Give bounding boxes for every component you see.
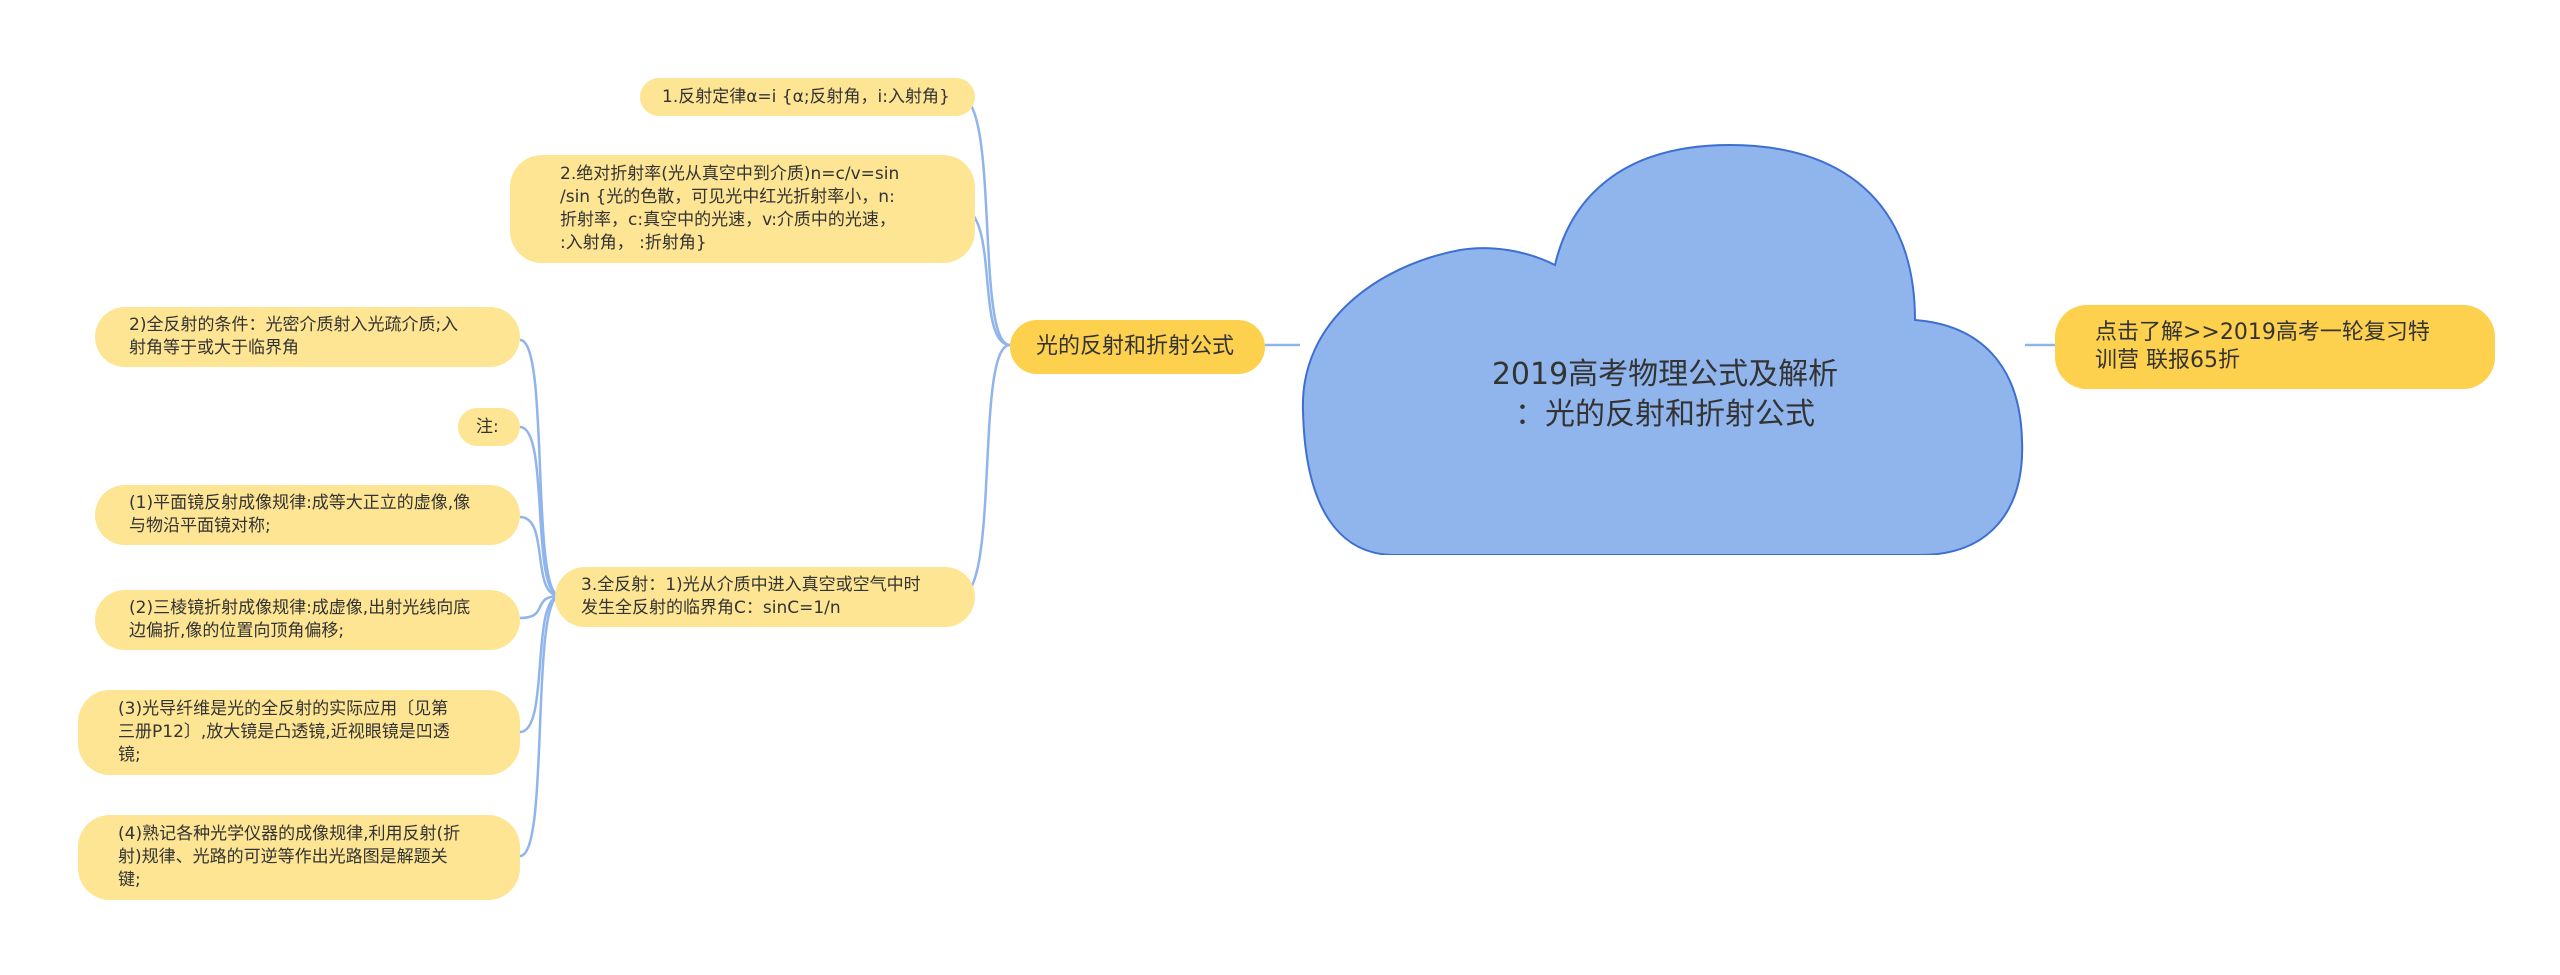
grandchild-label: 注:	[476, 416, 499, 437]
grandchild-node-plane-mirror[interactable]: (1)平面镜反射成像规律:成等大正立的虚像,像 与物沿平面镜对称;	[95, 485, 520, 545]
link-child3-gc-6	[519, 594, 561, 858]
child-label: 1.反射定律α=i {α;反射角，i:入射角}	[662, 86, 950, 107]
grandchild-node-condition[interactable]: 2)全反射的条件：光密介质射入光疏介质;入 射角等于或大于临界角	[95, 307, 520, 367]
grandchild-node-note[interactable]: 注:	[458, 408, 520, 446]
branch-node[interactable]: 光的反射和折射公式	[1010, 320, 1265, 374]
child-node-reflection-law[interactable]: 1.反射定律α=i {α;反射角，i:入射角}	[640, 78, 975, 116]
link-branch-child-1	[959, 95, 1011, 347]
side-link-node[interactable]: 点击了解>>2019高考一轮复习特 训营 联报65折	[2055, 305, 2495, 389]
link-child3-gc-5	[519, 594, 561, 734]
grandchild-label: (4)熟记各种光学仪器的成像规律,利用反射(折 射)规律、光路的可逆等作出光路图…	[118, 824, 461, 890]
grandchild-node-prism[interactable]: (2)三棱镜折射成像规律:成虚像,出射光线向底 边偏折,像的位置向顶角偏移;	[95, 590, 520, 650]
child-node-refractive-index[interactable]: 2.绝对折射率(光从真空中到介质)n=c/v=sin /sin {光的色散，可见…	[510, 155, 975, 263]
root-title: 2019高考物理公式及解析 ：光的反射和折射公式	[1491, 357, 1839, 432]
link-child3-gc-3	[519, 515, 561, 598]
grandchild-label: 2)全反射的条件：光密介质射入光疏介质;入 射角等于或大于临界角	[129, 315, 459, 358]
side-link-label: 点击了解>>2019高考一轮复习特 训营 联报65折	[2095, 320, 2430, 373]
grandchild-label: (2)三棱镜折射成像规律:成虚像,出射光线向底 边偏折,像的位置向顶角偏移;	[129, 598, 471, 641]
child-node-total-reflection[interactable]: 3.全反射：1)光从介质中进入真空或空气中时 发生全反射的临界角C：sinC=1…	[555, 567, 975, 627]
grandchild-label: (1)平面镜反射成像规律:成等大正立的虚像,像 与物沿平面镜对称;	[129, 493, 471, 536]
branch-label: 光的反射和折射公式	[1036, 334, 1235, 359]
link-branch-child-3	[959, 343, 1011, 598]
link-child3-gc-4	[519, 594, 561, 620]
link-child3-gc-1	[519, 338, 561, 598]
grandchild-label: (3)光导纤维是光的全反射的实际应用〔见第 三册P12〕,放大镜是凸透镜,近视眼…	[118, 699, 450, 765]
root-cloud-shape	[1301, 143, 2024, 555]
grandchild-node-optical-fiber[interactable]: (3)光导纤维是光的全反射的实际应用〔见第 三册P12〕,放大镜是凸透镜,近视眼…	[78, 690, 520, 775]
child-label: 3.全反射：1)光从介质中进入真空或空气中时 发生全反射的临界角C：sinC=1…	[581, 575, 921, 618]
child-label: 2.绝对折射率(光从真空中到介质)n=c/v=sin /sin {光的色散，可见…	[560, 164, 900, 253]
grandchild-node-optical-instruments[interactable]: (4)熟记各种光学仪器的成像规律,利用反射(折 射)规律、光路的可逆等作出光路图…	[78, 815, 520, 900]
link-child3-gc-2	[519, 425, 561, 598]
